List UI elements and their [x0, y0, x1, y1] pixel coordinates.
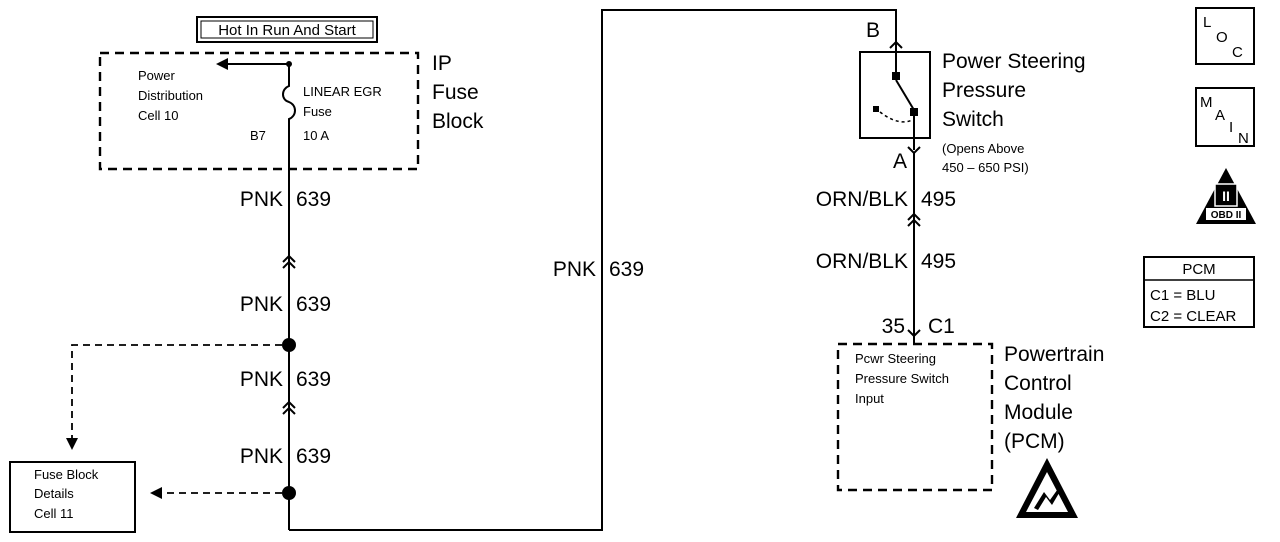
svg-text:PNK: PNK [240, 188, 283, 211]
pcm-legend-row2: C2 = CLEAR [1150, 308, 1236, 325]
wire-label: ORN/BLK 495 [816, 188, 956, 211]
fuse-terminal: B7 [250, 128, 266, 143]
pressure-switch: B A Power Steering Pressure Switch (Open… [859, 19, 1086, 175]
ip-fuse-block-title-1: IP [432, 52, 452, 75]
loc-icon[interactable]: L O C [1195, 7, 1255, 65]
wire-label: PNK 639 [240, 368, 331, 391]
svg-text:ORN/BLK: ORN/BLK [816, 250, 908, 273]
svg-text:C: C [1232, 44, 1243, 61]
switch-title-1: Power Steering [942, 50, 1086, 73]
power-source-text: Hot In Run And Start [218, 22, 356, 39]
fuse-name-line1: LINEAR EGR [303, 84, 382, 99]
inline-connector-icon [282, 254, 296, 269]
ip-fuse-block-title-2: Fuse [432, 81, 479, 104]
inline-connector-icon [907, 212, 921, 227]
switch-title-2: Pressure [942, 79, 1026, 102]
svg-text:M: M [1200, 94, 1213, 111]
power-dist-line1: Power [138, 68, 176, 83]
svg-text:639: 639 [296, 368, 331, 391]
svg-text:PNK: PNK [240, 368, 283, 391]
arrow-left-icon [150, 487, 162, 499]
switch-pin-a: A [893, 150, 907, 173]
pcm-title-2: Control [1004, 372, 1072, 395]
dashed-branch [71, 344, 282, 440]
wire-label: ORN/BLK 495 [816, 250, 956, 273]
switch-pin-b: B [866, 19, 880, 42]
switch-title-3: Switch [942, 108, 1004, 131]
fuse-block-details-box: Fuse Block Details Cell 11 [9, 461, 136, 533]
wire-label: PNK 639 [553, 258, 644, 281]
svg-text:PNK: PNK [240, 293, 283, 316]
obd-ii-icon[interactable]: II OBD II [1196, 168, 1256, 224]
wire-label: PNK 639 [240, 445, 331, 468]
pcm-connector: C1 [928, 315, 955, 338]
pcm-legend-row1: C1 = BLU [1150, 287, 1215, 304]
wire-label: PNK 639 [240, 293, 331, 316]
fuse-rating: 10 A [303, 128, 329, 143]
esd-warning-icon [1016, 458, 1078, 518]
main-icon[interactable]: M A I N [1195, 87, 1255, 147]
svg-text:O: O [1216, 29, 1228, 46]
power-dist-line2: Distribution [138, 88, 203, 103]
pcm-connector-legend: PCM C1 = BLU C2 = CLEAR [1143, 256, 1255, 328]
svg-text:OBD II: OBD II [1211, 210, 1242, 221]
splice-point [282, 338, 296, 352]
switch-contact-icon [895, 79, 915, 111]
power-dist-line3: Cell 10 [138, 108, 178, 123]
ip-fuse-block: IP Fuse Block Power Distribution Cell 10… [98, 51, 484, 171]
wire-label: PNK 639 [240, 188, 331, 211]
svg-text:639: 639 [609, 258, 644, 281]
pcm-input-line1: Pcwr Steering [855, 351, 936, 366]
svg-text:L: L [1203, 14, 1211, 31]
pnk-639-feed-wire [289, 9, 897, 531]
splice-point [282, 486, 296, 500]
inline-connector-icon [282, 400, 296, 415]
pcm-input-line2: Pressure Switch [855, 371, 949, 386]
fuse-block-details-line2: Details [34, 486, 74, 501]
svg-text:II: II [1222, 188, 1230, 204]
power-source-label: Hot In Run And Start [196, 16, 378, 43]
svg-text:I: I [1229, 119, 1233, 136]
ip-fuse-block-title-3: Block [432, 110, 484, 133]
switch-note-1: (Opens Above [942, 141, 1024, 156]
switch-note-2: 450 – 650 PSI) [942, 160, 1029, 175]
svg-text:639: 639 [296, 445, 331, 468]
svg-text:PNK: PNK [553, 258, 596, 281]
svg-text:PNK: PNK [240, 445, 283, 468]
arrow-down-icon [66, 438, 78, 450]
svg-text:639: 639 [296, 293, 331, 316]
fuse-name-line2: Fuse [303, 104, 332, 119]
pcm-title-4: (PCM) [1004, 430, 1065, 453]
pcm-legend-title: PCM [1182, 261, 1215, 278]
pcm-title-1: Powertrain [1004, 343, 1104, 366]
pcm-title-3: Module [1004, 401, 1073, 424]
svg-text:ORN/BLK: ORN/BLK [816, 188, 908, 211]
fuse-icon [282, 64, 296, 135]
pcm-input-line3: Input [855, 391, 884, 406]
svg-text:639: 639 [296, 188, 331, 211]
pcm: 35 C1 Pcwr Steering Pressure Switch Inpu… [836, 315, 1104, 518]
fuse-block-details-line1: Fuse Block [34, 467, 99, 482]
svg-text:495: 495 [921, 188, 956, 211]
arrow-left-icon [216, 58, 228, 70]
fuse-block-details-line3: Cell 11 [34, 506, 74, 521]
svg-text:495: 495 [921, 250, 956, 273]
svg-text:N: N [1238, 130, 1249, 147]
pcm-pin: 35 [882, 315, 905, 338]
svg-text:A: A [1215, 107, 1225, 124]
